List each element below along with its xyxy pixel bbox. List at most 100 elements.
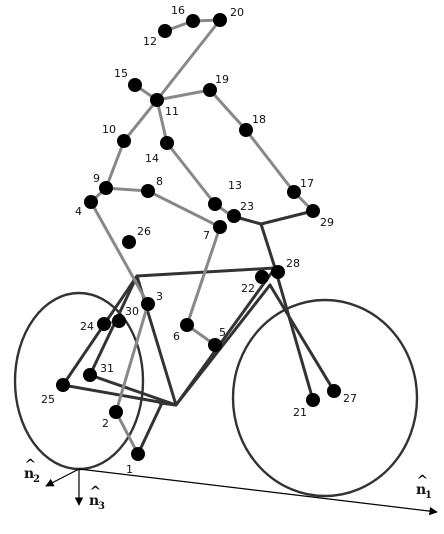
- node-20: [213, 13, 227, 27]
- node-3: [141, 297, 155, 311]
- node-1: [131, 447, 145, 461]
- rider-link: [122, 98, 159, 143]
- node-23: [227, 209, 241, 223]
- node-label: 27: [343, 392, 357, 405]
- node-28: [271, 265, 285, 279]
- node-22: [255, 270, 269, 284]
- rider-link: [104, 186, 150, 193]
- node-label: 8: [156, 175, 163, 188]
- node-label: 30: [125, 305, 139, 318]
- axis-label-symbol: n: [416, 482, 426, 498]
- axis-n1: [78, 468, 438, 516]
- node-label: 13: [228, 179, 242, 192]
- node-10: [117, 134, 131, 148]
- axis-label-subscript: 3: [98, 501, 105, 512]
- node-label: 31: [100, 362, 114, 375]
- node-11: [150, 93, 164, 107]
- node-label: 4: [75, 205, 82, 218]
- axis-label-symbol: n: [89, 493, 99, 509]
- frame-link: [61, 274, 139, 387]
- node-label: 23: [240, 200, 254, 213]
- hat-mark: ^: [417, 473, 429, 489]
- node-label: 2: [102, 417, 109, 430]
- node-label: 19: [215, 73, 229, 86]
- node-label: 10: [102, 123, 116, 136]
- frame-link: [273, 266, 315, 402]
- node-label: 9: [93, 172, 100, 185]
- node-label: 26: [137, 225, 151, 238]
- node-label: 18: [252, 113, 266, 126]
- node-13: [208, 197, 222, 211]
- front-wheel: [231, 298, 419, 498]
- axis-n2: [45, 468, 80, 487]
- rider-link: [155, 88, 212, 102]
- axis-label-n1: n ^ 1: [416, 473, 432, 501]
- node-5: [208, 338, 222, 352]
- frame-link: [136, 401, 164, 456]
- node-label: 12: [143, 35, 157, 48]
- node-16: [186, 14, 200, 28]
- rider-link: [155, 18, 222, 102]
- rider-link: [114, 410, 140, 456]
- frame-link: [174, 283, 272, 407]
- rider-link: [146, 189, 222, 229]
- node-label: 14: [145, 152, 159, 165]
- rider-link: [165, 141, 217, 206]
- node-15: [128, 78, 142, 92]
- node-label: 25: [41, 393, 55, 406]
- node-25: [56, 378, 70, 392]
- node-label: 20: [230, 6, 244, 19]
- frame-link: [88, 274, 139, 377]
- node-21: [306, 393, 320, 407]
- node-24: [97, 317, 111, 331]
- node-label: 21: [293, 406, 307, 419]
- node-label: 17: [300, 177, 314, 190]
- node-14: [160, 136, 174, 150]
- node-label: 5: [219, 326, 226, 339]
- node-label: 22: [241, 282, 255, 295]
- axis-label-n3: n ^ 3: [89, 484, 105, 512]
- node-labels: 1 2 3 4 5 6 7 8 9 10 11 12 13 14 15 16 1…: [41, 4, 357, 476]
- node-label: 29: [320, 216, 334, 229]
- node-4: [84, 195, 98, 209]
- hat-mark: ^: [25, 457, 37, 473]
- axis-label-subscript: 1: [425, 490, 432, 501]
- frame-link: [88, 373, 178, 407]
- node-label: 11: [165, 105, 179, 118]
- rider-link: [185, 225, 222, 327]
- nodes: [56, 13, 341, 461]
- node-12: [158, 24, 172, 38]
- rider-link: [114, 302, 150, 414]
- rider-link: [244, 128, 296, 194]
- rider-link: [104, 139, 126, 190]
- rider-link: [208, 88, 248, 132]
- node-label: 7: [203, 229, 210, 242]
- node-9: [99, 181, 113, 195]
- node-2: [109, 405, 123, 419]
- coordinate-axes: [45, 468, 438, 516]
- axis-label-n2: n ^ 2: [24, 457, 40, 485]
- node-27: [327, 384, 341, 398]
- frame-link: [259, 222, 277, 270]
- node-label: 15: [114, 67, 128, 80]
- axis-label-subscript: 2: [33, 474, 40, 485]
- node-label: 24: [80, 320, 94, 333]
- node-8: [141, 184, 155, 198]
- node-label: 6: [173, 330, 180, 343]
- node-18: [239, 123, 253, 137]
- node-7: [213, 220, 227, 234]
- frame-link: [259, 209, 315, 226]
- node-label: 1: [126, 463, 133, 476]
- node-26: [122, 235, 136, 249]
- node-19: [203, 83, 217, 97]
- node-31: [83, 368, 97, 382]
- node-label: 16: [171, 4, 185, 17]
- node-29: [306, 204, 320, 218]
- axis-label-symbol: n: [24, 466, 34, 482]
- node-17: [287, 185, 301, 199]
- node-label: 3: [156, 290, 163, 303]
- rider-link: [155, 98, 169, 145]
- rider-link: [89, 200, 150, 306]
